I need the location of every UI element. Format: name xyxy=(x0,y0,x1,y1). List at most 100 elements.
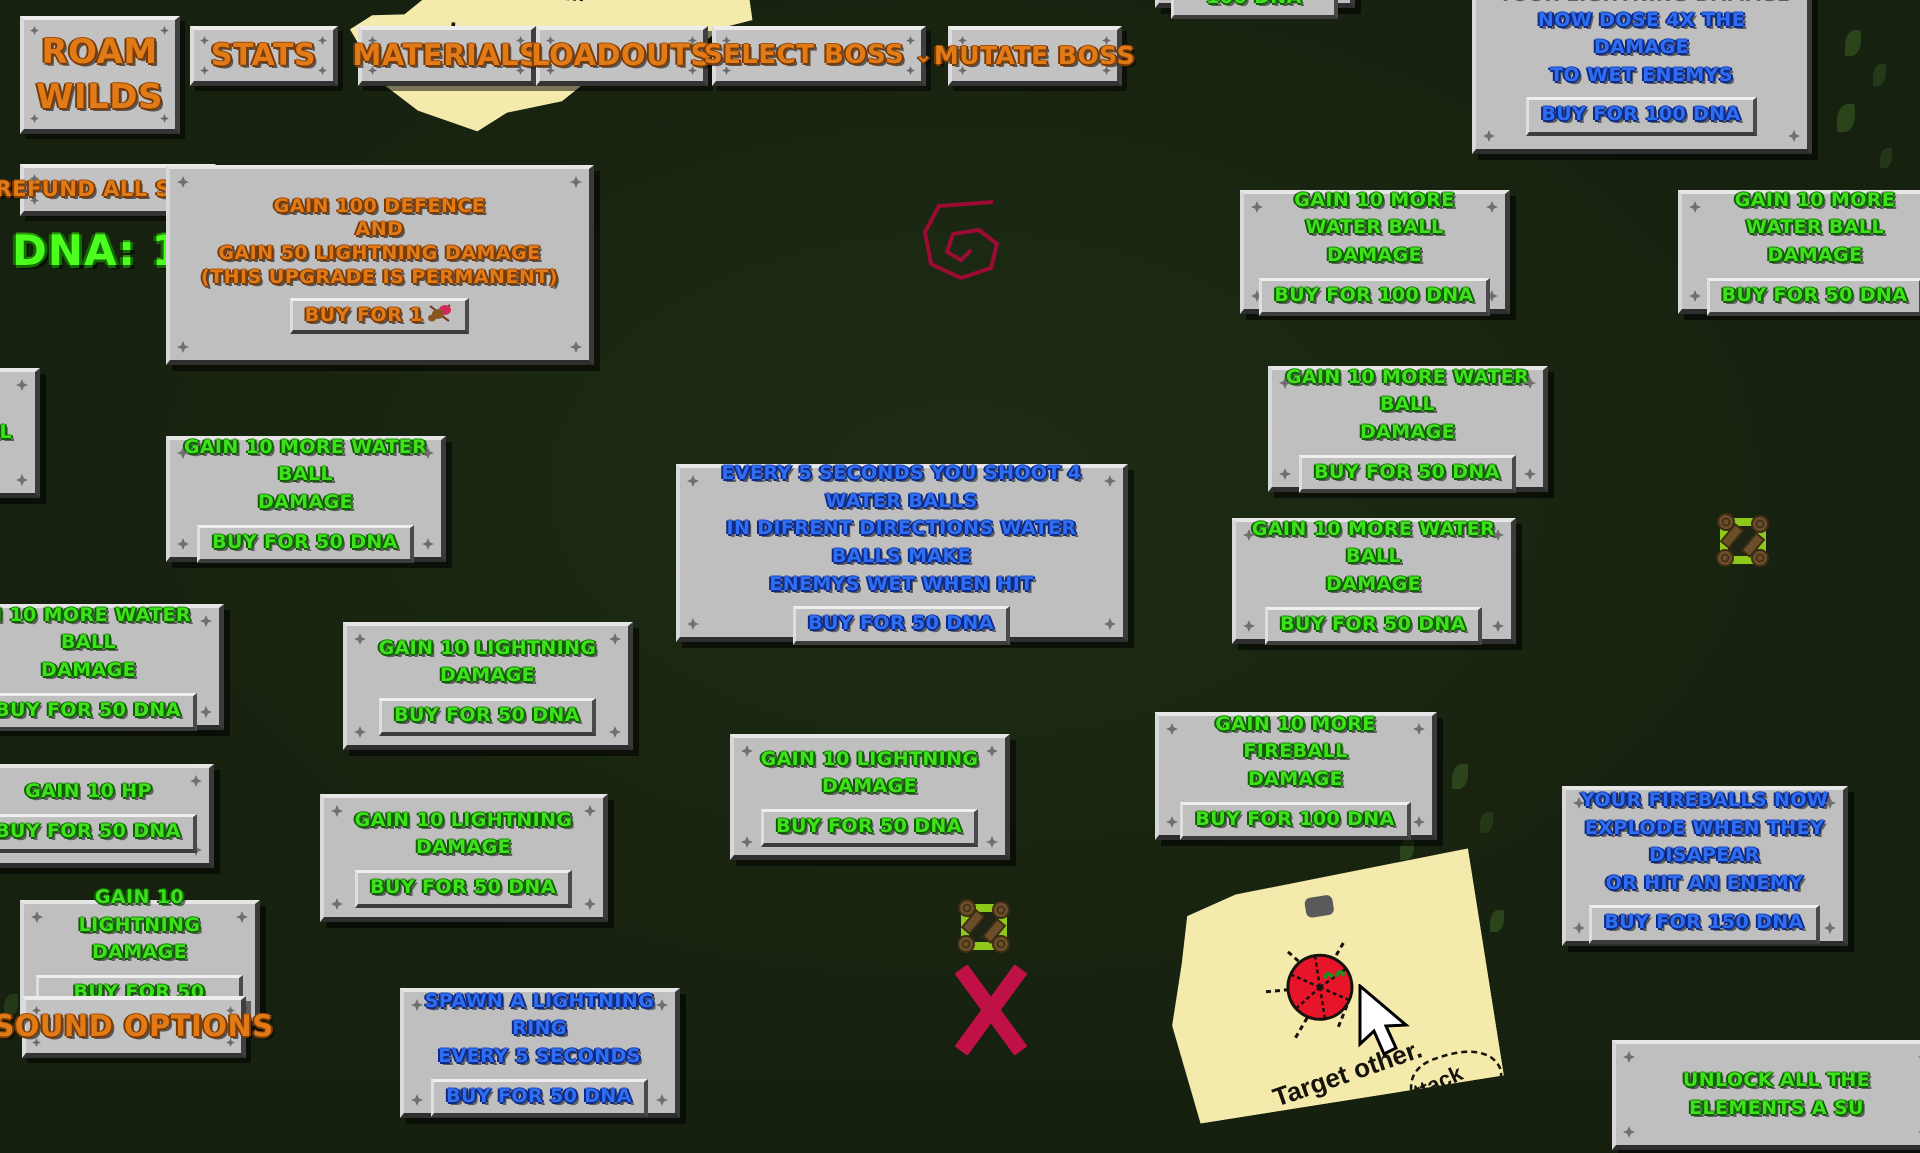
upgrade-panel[interactable]: LL xyxy=(0,368,40,498)
upgrade-panel[interactable]: BUY FOR 100 DNA xyxy=(1155,0,1355,19)
upgrade-description-line: GAIN 10 MORE FIREBALL xyxy=(1215,712,1376,763)
mutate-boss-button[interactable]: MUTATE BOSS xyxy=(934,26,1135,86)
rivet-icon xyxy=(1824,922,1836,934)
buy-button[interactable]: BUY FOR 50 DNA xyxy=(793,606,1010,645)
buy-button[interactable]: BUY FOR 50 DNA xyxy=(379,697,596,737)
stats-button[interactable]: STATS xyxy=(190,26,338,86)
buy-button-label: BUY FOR 100 DNA xyxy=(1195,807,1395,830)
buy-button[interactable]: BUY FOR 1 xyxy=(289,297,470,335)
upgrade-description-line: GAIN 10 MORE WATER BALL xyxy=(1251,517,1496,568)
upgrade-description-line: DAMAGE xyxy=(40,659,137,681)
upgrade-description-line: GAIN 10 MORE WATER BALL xyxy=(183,435,428,486)
rivet-icon xyxy=(1102,36,1111,45)
materials-button[interactable]: MATERIALS xyxy=(352,26,540,86)
buy-button[interactable]: BUY FOR 50 DNA xyxy=(0,814,197,853)
upgrade-description-line: YOUR LIGHTNING DAMAGE xyxy=(1488,0,1795,7)
note-line-3: & ...m xyxy=(524,0,586,7)
sound-options-button[interactable]: SOUND OPTIONS xyxy=(0,996,273,1058)
upgrade-description-line: TO WET ENEMYS xyxy=(1550,63,1733,86)
upgrade-description: N 10 MORE WATER BALL DAMAGE xyxy=(0,602,207,685)
rivet-icon xyxy=(958,36,967,45)
rivet-icon xyxy=(354,726,366,738)
buy-button[interactable]: BUY FOR 50 DNA xyxy=(0,692,197,732)
upgrade-description-line: DAMAGE xyxy=(415,836,512,859)
upgrade-panel[interactable]: N 10 MORE WATER BALL DAMAGE BUY FOR 50 DNA xyxy=(0,602,224,732)
buy-button[interactable]: BUY FOR 50 DNA xyxy=(355,869,572,909)
rivet-icon xyxy=(368,66,377,75)
roam-wilds-label-line2: WILDS xyxy=(35,76,164,117)
upgrade-panel[interactable]: GAIN 10 HP BUY FOR 50 DNA xyxy=(0,764,214,868)
upgrade-description-line: DAMAGE xyxy=(1359,421,1456,443)
rivet-icon xyxy=(516,36,525,45)
buy-button-label: BUY FOR 50 DNA xyxy=(808,612,994,635)
rivet-icon xyxy=(177,538,189,550)
loadouts-label: LOADOUTS xyxy=(531,38,712,73)
buy-button[interactable]: BUY FOR 100 DNA xyxy=(1259,277,1490,317)
buy-button[interactable]: BUY FOR 150 DNA xyxy=(1589,905,1820,944)
spiral-doodle xyxy=(922,200,1000,281)
buy-button[interactable]: BUY FOR 100 DNA xyxy=(1171,0,1338,19)
materials-label: MATERIALS xyxy=(352,38,541,73)
rivet-icon xyxy=(30,26,39,35)
buy-button[interactable]: BUY FOR 50 DNA xyxy=(1706,277,1920,317)
mouse-cursor xyxy=(1358,984,1410,1057)
buy-button-label: BUY FOR 50 DNA xyxy=(776,814,962,837)
buy-button[interactable]: BUY FOR 50 DNA xyxy=(761,808,978,848)
buy-button[interactable]: BUY FOR 100 DNA xyxy=(1526,97,1757,136)
upgrade-panel[interactable]: YOUR LIGHTNING DAMAGENOW DOSE 4X THE DAM… xyxy=(1472,0,1812,154)
upgrade-description-line: GAIN 10 LIGHTNING xyxy=(378,636,597,659)
red-bug-sprite xyxy=(1251,917,1388,1052)
buy-button[interactable]: BUY FOR 50 DNA xyxy=(1265,606,1482,646)
rivet-icon xyxy=(200,36,209,45)
rivet-icon xyxy=(986,836,998,848)
buy-button-label: BUY FOR 50 DNA xyxy=(446,1084,632,1107)
upgrade-description-line: YOUR FIREBALLS NOW xyxy=(1580,789,1829,812)
select-boss-label: SELECT BOSS xyxy=(703,40,905,71)
select-boss-dropdown[interactable]: SELECT BOSS ⌄ xyxy=(704,26,933,86)
rivet-icon xyxy=(331,898,343,910)
sound-options-label: SOUND OPTIONS xyxy=(0,1009,274,1044)
rivet-icon xyxy=(411,1094,423,1106)
upgrade-description-line: GAIN 50 LIGHTNING DAMAGE xyxy=(218,242,541,265)
upgrade-description: GAIN 10 LIGHTNING DAMAGE xyxy=(355,807,573,862)
upgrade-description-line: N 10 MORE WATER BALL xyxy=(0,603,191,654)
upgrade-description-line: IN DIFRENT DIRECTIONS WATER BALLS MAKE xyxy=(726,517,1077,567)
buy-button-label: BUY FOR 50 DNA xyxy=(0,698,181,721)
rivet-icon xyxy=(688,36,697,45)
upgrade-description: YOUR LIGHTNING DAMAGENOW DOSE 4X THE DAM… xyxy=(1488,0,1795,89)
upgrade-description-line: GAIN 10 LIGHTNING xyxy=(354,808,573,831)
upgrade-panel[interactable]: GAIN 10 LIGHTNING DAMAGE BUY FOR 50 DNA xyxy=(320,794,608,922)
buy-button-label: BUY FOR 100 DNA xyxy=(1274,283,1474,306)
loadouts-button[interactable]: LOADOUTS xyxy=(531,26,711,86)
bug-icon xyxy=(428,303,452,322)
roam-wilds-button[interactable]: ROAM WILDS xyxy=(20,16,180,134)
buy-button[interactable]: BUY FOR 100 DNA xyxy=(1180,801,1411,841)
rivet-icon xyxy=(1788,130,1800,142)
upgrade-panel[interactable]: UNLOCK ALL THE ELEMENTS A SU xyxy=(1612,1040,1920,1150)
x-mark xyxy=(955,965,1027,1055)
log-square-sprite-left xyxy=(957,899,1010,953)
upgrade-panel[interactable]: YOUR FIREBALLS NOW EXPLODE WHEN THEY DISA… xyxy=(1562,786,1848,946)
rivet-icon xyxy=(1279,468,1291,480)
buy-button[interactable]: BUY FOR 50 DNA xyxy=(431,1078,648,1118)
buy-button[interactable]: BUY FOR 50 DNA xyxy=(197,524,414,564)
rivet-icon xyxy=(16,474,28,486)
upgrade-description-line: EXPLODE WHEN THEY DISAPEAR xyxy=(1584,816,1825,867)
upgrade-description: GAIN 10 HP xyxy=(25,778,152,806)
buy-button[interactable]: BUY FOR 50 DNA xyxy=(1299,454,1516,494)
